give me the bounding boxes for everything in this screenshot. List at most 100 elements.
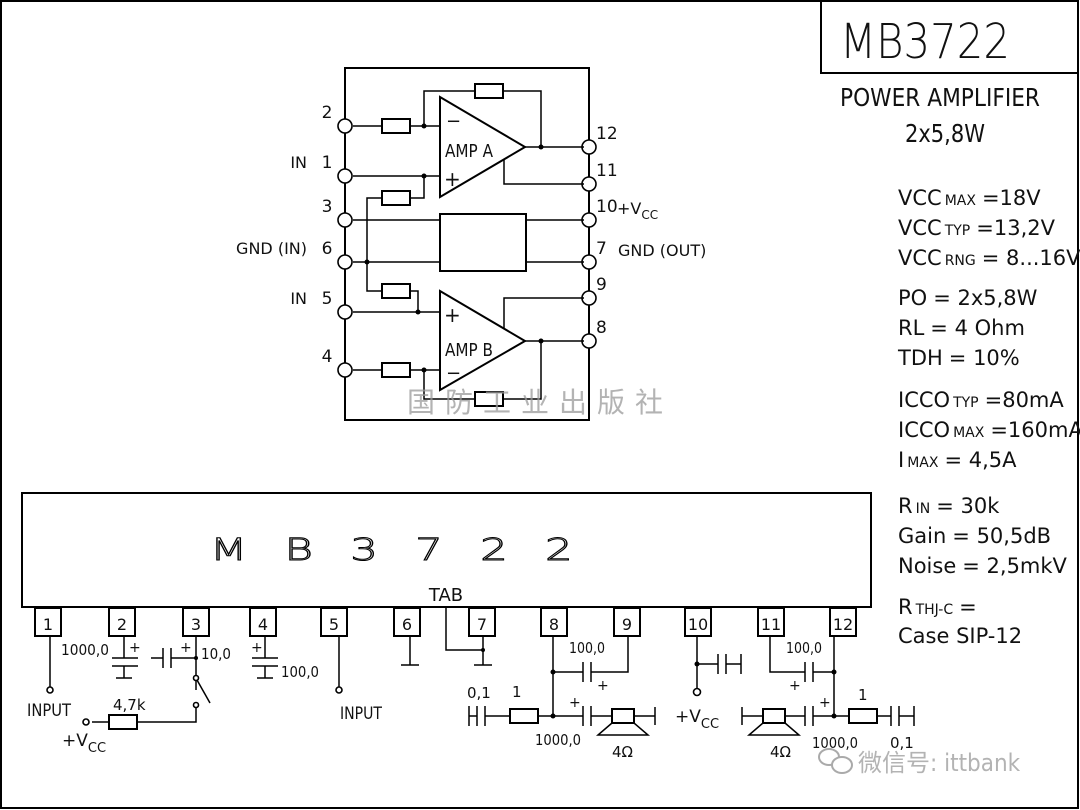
resistor-a-in: [381, 118, 411, 134]
spec-name: PO: [898, 286, 927, 310]
package-pin-2: [108, 607, 136, 637]
c-boot-a-value: 100,0: [786, 639, 822, 657]
ic-pin-11: [581, 176, 597, 192]
package-marking: MB3722: [210, 533, 610, 568]
vcc-left-label: +VCC: [62, 731, 106, 756]
ic-outline: [344, 67, 590, 421]
speaker-b: [611, 708, 635, 724]
c-boot-b-value: 100,0: [569, 639, 605, 657]
package-pin-1: [34, 607, 62, 637]
spec-value: = 2,5mkV: [962, 554, 1067, 578]
package-pin-7: [468, 607, 496, 637]
ic-pin-5: [337, 304, 353, 320]
spec-value: = 8...16V: [982, 246, 1080, 270]
package-pin-number: 12: [833, 615, 853, 634]
r-zobel-b-value: 1: [512, 683, 522, 701]
package-pin-number: 10: [688, 615, 708, 634]
amp-b-label: AMP B: [445, 340, 493, 361]
spec-name: VCC: [898, 186, 942, 210]
resistor-b-in: [381, 362, 411, 378]
spec-value: =18V: [982, 186, 1041, 210]
speaker-a: [762, 708, 786, 724]
c-out-b-value: 1000,0: [535, 731, 581, 749]
resistor-zobel-a: [848, 708, 878, 724]
spec-value: =: [959, 595, 977, 619]
spec-name: R: [898, 595, 913, 619]
spec-value: = 10%: [949, 346, 1020, 370]
spec-value: =160mA: [990, 418, 1080, 442]
ic-pin-3: [337, 212, 353, 228]
plus-mark: +: [569, 695, 581, 711]
ic-pin-label: GND (OUT): [618, 241, 706, 260]
ic-pin-number: 6: [322, 239, 333, 259]
resistor-b-feedback: [474, 391, 504, 407]
input-1-label: INPUT: [27, 701, 72, 721]
spec-subscript: MAX: [907, 455, 939, 471]
c-zobel-a-value: 0,1: [890, 734, 914, 752]
package-pin-3: [182, 607, 210, 637]
plus-mark: +: [597, 678, 609, 694]
ic-pin-1: [337, 168, 353, 184]
speaker-b-value: 4Ω: [612, 743, 633, 761]
spec-subscript: MAX: [945, 193, 977, 209]
ic-pin-number: 11: [596, 161, 618, 181]
amp-a-label: AMP A: [445, 141, 494, 162]
publisher-watermark: 国防工业出版社: [407, 386, 673, 419]
ic-pin-number: 2: [322, 103, 333, 123]
package-pin-11: [757, 607, 785, 637]
r-zobel-a-value: 1: [858, 686, 868, 704]
part-number-title: MB3722: [840, 14, 1010, 70]
package-pin-number: 1: [43, 615, 53, 634]
input-2-label: INPUT: [340, 704, 383, 724]
plus-mark: +: [129, 640, 141, 656]
plus-mark: +: [180, 640, 192, 656]
c-pin2-value: 1000,0: [61, 641, 109, 659]
package-pin-12: [829, 607, 857, 637]
spec-name: Gain: [898, 524, 946, 548]
ic-pin-label: +VCC: [617, 199, 658, 222]
switch-lever: [196, 679, 211, 704]
plus-mark: +: [251, 640, 263, 656]
c-pin3-value: 10,0: [201, 645, 231, 663]
ic-pin-number: 3: [322, 197, 333, 217]
wechat-watermark-text: 微信号: ittbank: [858, 749, 1021, 777]
ic-pin-number: 4: [322, 347, 333, 367]
resistor-4k7: [108, 714, 138, 730]
resistor-b-bias: [381, 283, 411, 299]
spec-value: = 2x5,8W: [933, 286, 1037, 310]
ic-pin-number: 5: [322, 289, 333, 309]
ic-pin-6: [337, 254, 353, 270]
spec-name: Case SIP-12: [898, 624, 1022, 648]
ic-pin-number: 9: [596, 275, 607, 295]
ic-pin-4: [337, 362, 353, 378]
spec-subscript: THJ-C: [915, 602, 954, 618]
package-pin-number: 7: [477, 615, 487, 634]
amp-b-minus: −: [446, 363, 461, 384]
spec-subscript: MAX: [953, 425, 985, 441]
package-pin-number: 2: [117, 615, 127, 634]
internal-block: [439, 213, 527, 272]
spec-name: VCC: [898, 216, 942, 240]
package-pin-number: 8: [549, 615, 559, 634]
application-circuit: INPUT 1000,0 + + 10,0 4,7k +VCC + 100,0 …: [27, 607, 915, 761]
resistor-a-bias: [381, 190, 411, 206]
package-pin-number: 5: [329, 615, 339, 634]
spec-row: Gain= 50,5dB: [898, 524, 1051, 548]
spec-name: R: [898, 494, 913, 518]
tab-label: TAB: [428, 585, 463, 606]
spec-value: = 4,5A: [944, 448, 1017, 472]
subtitle-power-rating: 2x5,8W: [905, 119, 985, 148]
ic-pin-number: 12: [596, 124, 618, 144]
package-pin-number: 11: [761, 615, 781, 634]
amp-a-plus: +: [444, 167, 461, 191]
spec-name: VCC: [898, 246, 942, 270]
